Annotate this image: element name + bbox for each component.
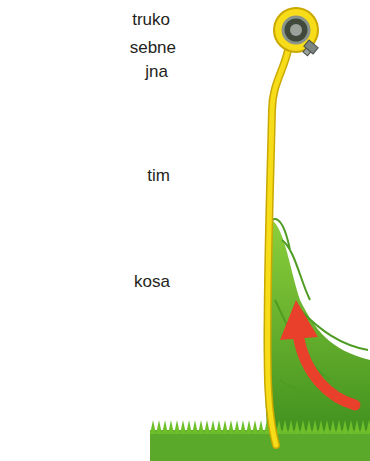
arrow-head	[280, 300, 318, 340]
spool-core	[290, 24, 302, 36]
text-fragment: kosa	[134, 272, 170, 292]
trimmer-line	[267, 50, 288, 445]
trimmer-line-outline	[267, 50, 288, 445]
ground-blades	[150, 420, 370, 434]
text-fragment: truko	[132, 10, 170, 30]
ground	[150, 430, 370, 461]
text-fragment: sebne	[130, 38, 176, 58]
motion-arrow	[298, 335, 355, 405]
bolt	[301, 40, 319, 58]
text-fragment: jna	[145, 62, 168, 82]
grass-strokes	[272, 219, 368, 397]
grass-heap	[264, 220, 370, 440]
spool-hub	[283, 17, 309, 43]
text-fragment: tim	[147, 166, 170, 186]
